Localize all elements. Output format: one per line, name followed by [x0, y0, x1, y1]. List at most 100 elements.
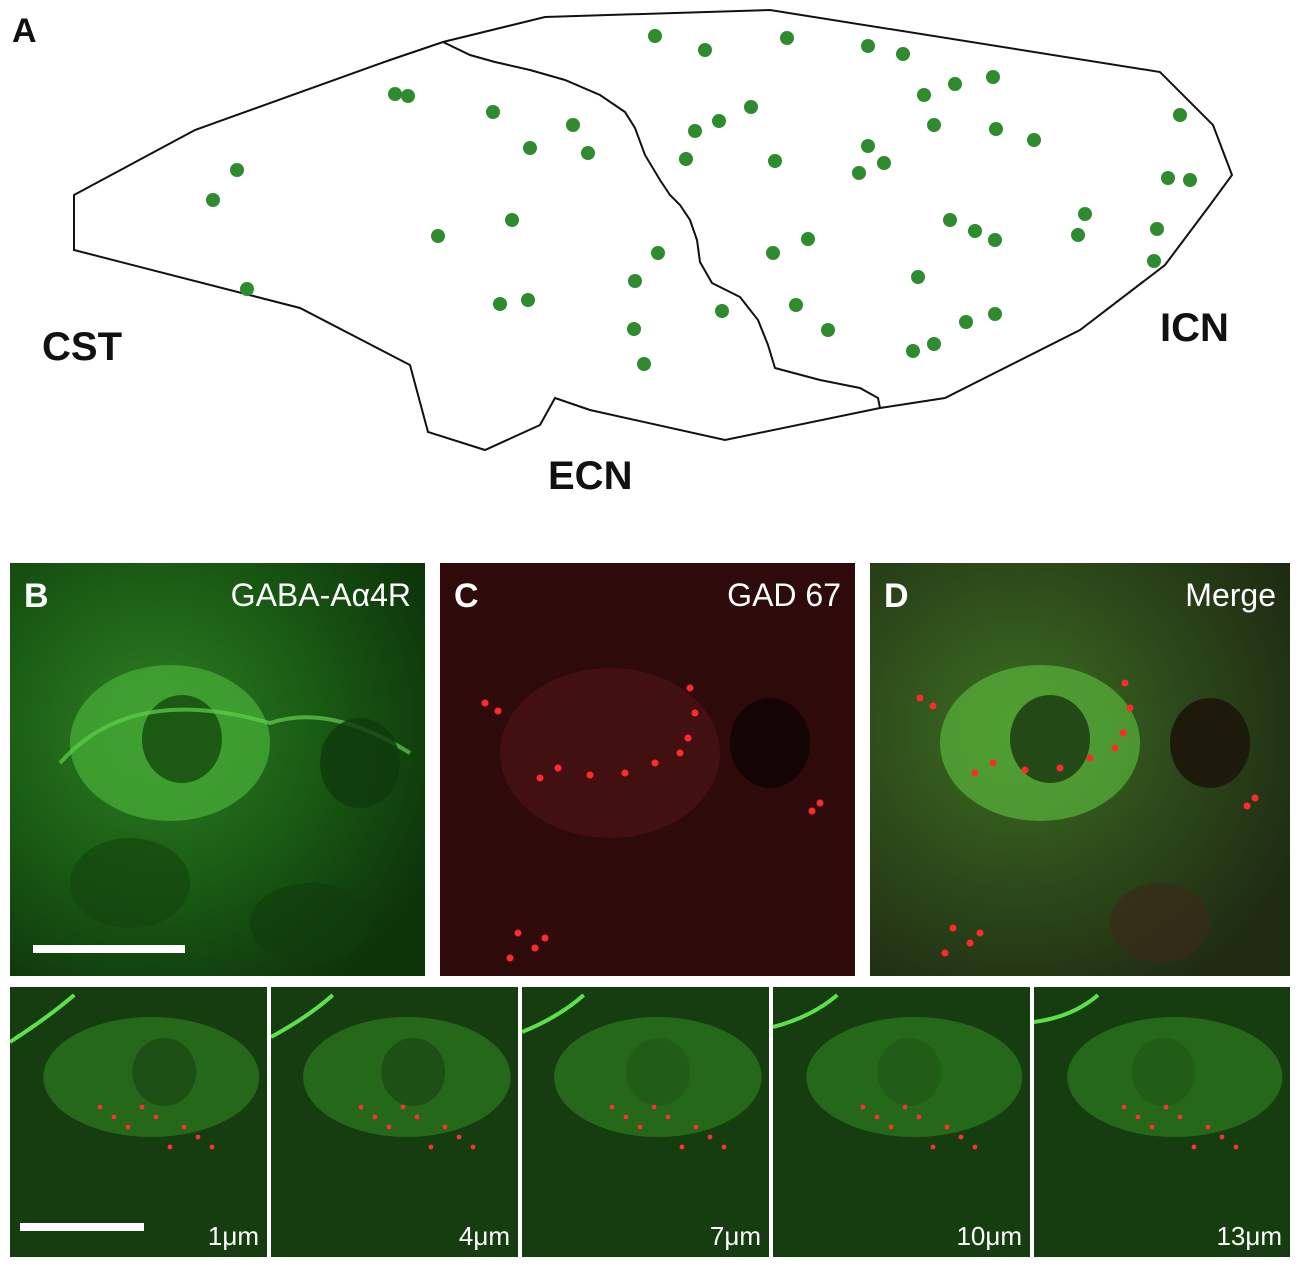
red-punctum: [541, 934, 549, 942]
red-punctum: [139, 1104, 145, 1110]
red-punctum: [470, 1144, 476, 1150]
panel-c-image: [440, 563, 855, 976]
panel-a-letter: A: [12, 12, 37, 50]
panel-d-stain-label: Merge: [1185, 577, 1276, 613]
neuron-dot: [521, 293, 535, 307]
zstack-depth-label-1: 1μm: [207, 1221, 259, 1251]
scale-bar: [33, 945, 185, 953]
panel-d-image: [870, 563, 1290, 976]
cell-nucleus: [626, 1038, 691, 1106]
neuron-dot: [240, 282, 254, 296]
red-punctum: [989, 759, 997, 767]
neuron-dot: [943, 213, 957, 227]
zstack-depth-label-5: 13μm: [1216, 1221, 1282, 1251]
red-punctum: [1111, 744, 1119, 752]
neuron-dot: [906, 344, 920, 358]
ecn-icn-boundary: [442, 41, 881, 409]
neuron-dot: [852, 166, 866, 180]
neuron-dot: [1078, 207, 1092, 221]
neuron-dot: [861, 39, 875, 53]
red-punctum: [1243, 802, 1251, 810]
neuron-dot: [431, 229, 445, 243]
red-punctum: [372, 1114, 378, 1120]
neuron-dot: [627, 322, 641, 336]
neuron-dot: [1173, 108, 1187, 122]
red-punctum: [721, 1144, 727, 1150]
neuron-dot: [989, 122, 1003, 136]
panel-b-micrograph: B GABA-Aα4R: [10, 563, 425, 976]
red-punctum: [609, 1104, 615, 1110]
red-punctum: [930, 1144, 936, 1150]
panel-c-stain-label: GAD 67: [727, 577, 841, 613]
neuron-dot: [486, 105, 500, 119]
neuron-dot: [637, 357, 651, 371]
red-punctum: [958, 1134, 964, 1140]
neuron-dot: [766, 246, 780, 260]
red-punctum: [929, 702, 937, 710]
red-punctum: [916, 1114, 922, 1120]
red-punctum: [1121, 679, 1129, 687]
panel-c-letter: C: [454, 577, 479, 615]
neuron-dot: [566, 118, 580, 132]
red-punctum: [941, 949, 949, 957]
red-punctum: [679, 1144, 685, 1150]
red-punctum: [97, 1104, 103, 1110]
neuron-dot: [768, 154, 782, 168]
red-punctum: [693, 1124, 699, 1130]
red-punctum: [209, 1144, 215, 1150]
cst-label: CST: [42, 325, 122, 369]
red-punctum: [1177, 1114, 1183, 1120]
zstack-frame-3: 7μm: [522, 987, 769, 1257]
zstack-scale-bar: [20, 1223, 144, 1231]
neuron-dot: [679, 152, 693, 166]
neuron-dot: [688, 124, 702, 138]
neuron-dot: [505, 213, 519, 227]
cell-nucleus: [381, 1038, 446, 1106]
nucleus-outline: [73, 8, 1234, 452]
neuron-dot: [628, 274, 642, 288]
fiber: [1034, 993, 1100, 1024]
panel-d-micrograph: D Merge: [870, 563, 1290, 976]
panel-b-image: [10, 563, 425, 976]
red-punctum: [621, 769, 629, 777]
red-punctum: [888, 1124, 894, 1130]
red-punctum: [976, 929, 984, 937]
ecn-label: ECN: [548, 454, 633, 498]
red-punctum: [125, 1124, 131, 1130]
red-punctum: [874, 1114, 880, 1120]
neuron-dot: [206, 193, 220, 207]
red-punctum: [506, 954, 514, 962]
red-punctum: [386, 1124, 392, 1130]
red-punctum: [707, 1134, 713, 1140]
neuron-dot: [1150, 222, 1164, 236]
red-punctum: [456, 1134, 462, 1140]
gad67-puncta: [481, 684, 824, 962]
zstack-depth-label-4: 10μm: [956, 1221, 1022, 1251]
neuron-dot: [401, 89, 415, 103]
neuron-dot: [712, 114, 726, 128]
neuron-dot: [581, 146, 595, 160]
red-punctum: [1191, 1144, 1197, 1150]
red-punctum: [684, 734, 692, 742]
cell-nucleus: [132, 1038, 197, 1106]
cell-nucleus: [1131, 1038, 1196, 1106]
red-punctum: [651, 1104, 657, 1110]
neuron-dot: [388, 87, 402, 101]
red-punctum: [972, 1144, 978, 1150]
red-punctum: [1086, 754, 1094, 762]
zstack-depth-label-3: 7μm: [709, 1221, 761, 1251]
red-punctum: [1251, 794, 1259, 802]
red-punctum: [428, 1144, 434, 1150]
red-punctum: [1126, 704, 1134, 712]
red-punctum: [808, 807, 816, 815]
red-punctum: [637, 1124, 643, 1130]
zstack-image-1: [10, 987, 267, 1257]
neuron-dot: [1071, 228, 1085, 242]
red-punctum: [1149, 1124, 1155, 1130]
red-punctum: [554, 764, 562, 772]
icn-label: ICN: [1160, 306, 1229, 350]
red-punctum: [665, 1114, 671, 1120]
red-punctum: [414, 1114, 420, 1120]
red-punctum: [1233, 1144, 1239, 1150]
neuron-dot: [988, 233, 1002, 247]
